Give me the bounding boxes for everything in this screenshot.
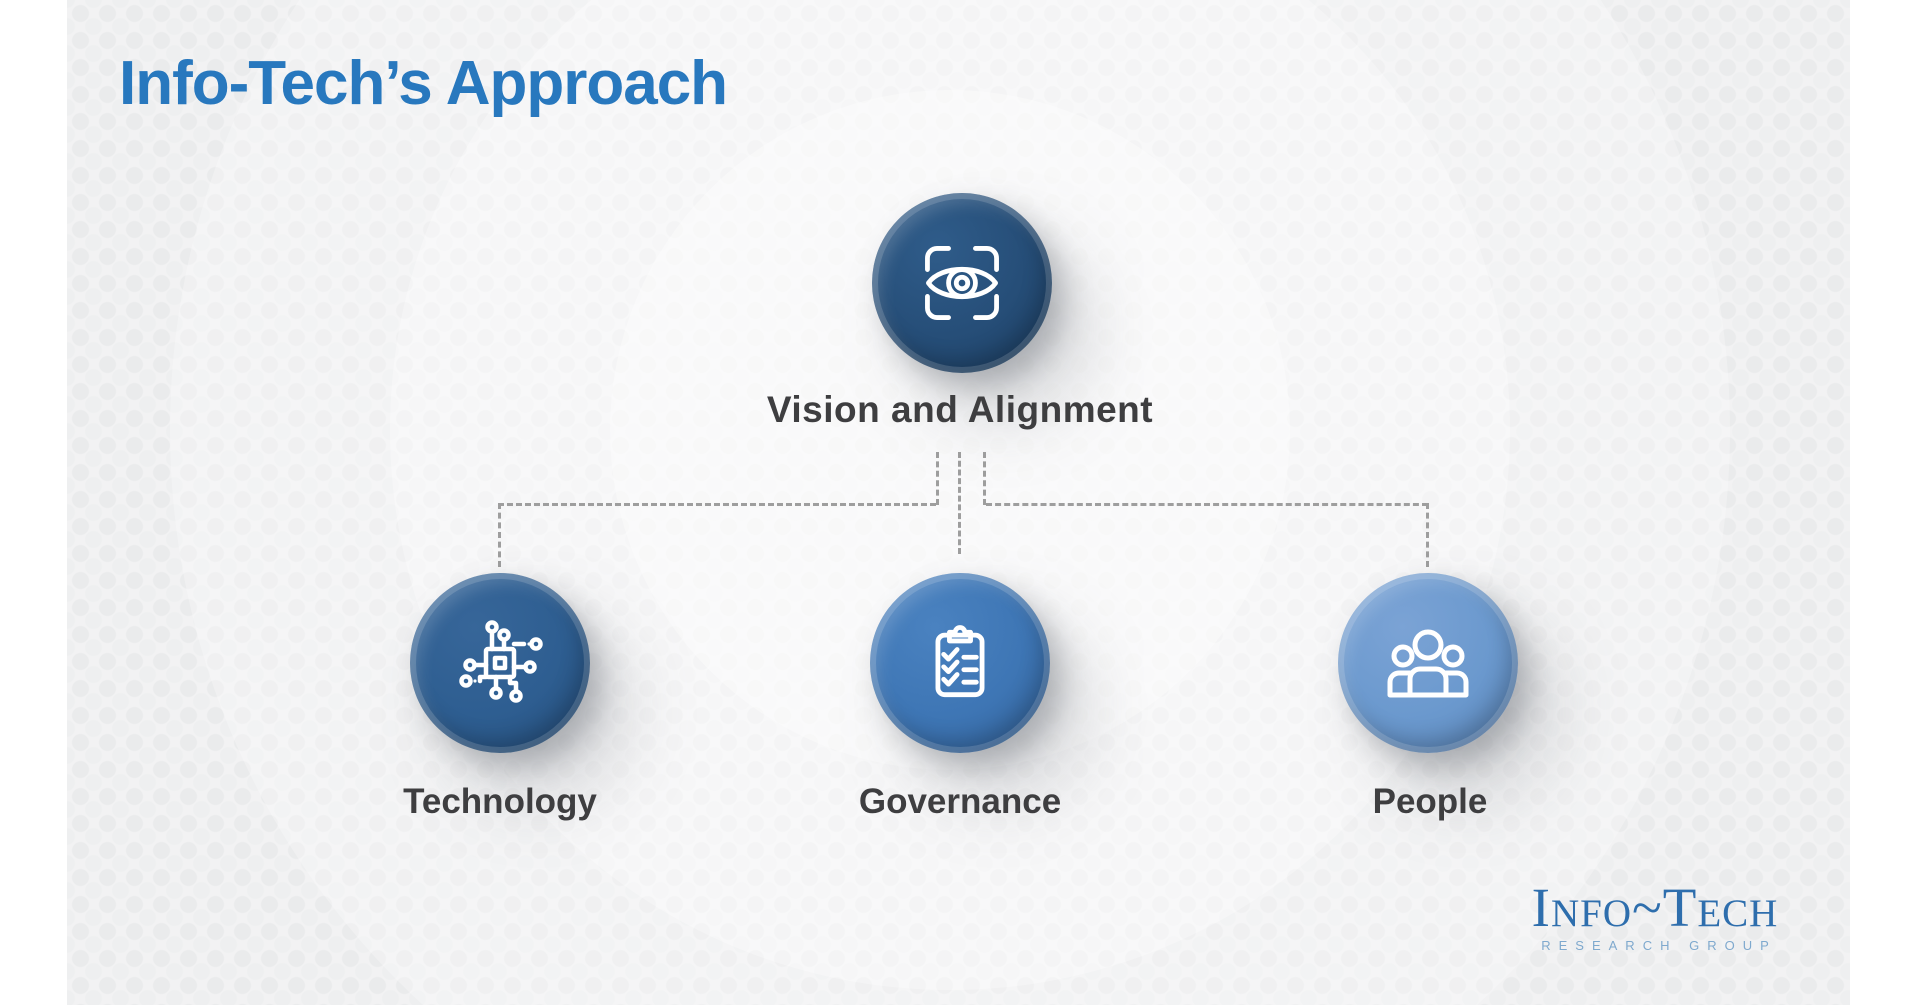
circuit-chip-icon <box>459 620 543 703</box>
connector-stub-left <box>936 452 939 505</box>
connector-trunk-right <box>986 503 1428 506</box>
background-ring-outer <box>170 0 1730 1005</box>
connector-drop-left <box>498 503 501 567</box>
infotech-logo: Info~Tech RESEARCH GROUP <box>1500 880 1810 953</box>
node-governance-label: Governance <box>858 782 1062 821</box>
node-vision-and-alignment <box>872 193 1052 373</box>
connector-trunk-left <box>498 503 936 506</box>
node-governance <box>870 573 1050 753</box>
node-technology-label: Technology <box>403 782 597 821</box>
clipboard-checklist-icon <box>935 625 985 698</box>
connector-stub-right <box>983 452 986 505</box>
connector-drop-right <box>1426 503 1429 567</box>
node-technology <box>410 573 590 753</box>
infotech-logo-subtitle: RESEARCH GROUP <box>1541 938 1777 953</box>
node-vision-label: Vision and Alignment <box>766 389 1154 430</box>
people-group-icon <box>1387 629 1469 698</box>
connector-stub-center <box>958 452 961 554</box>
background-ring-middle <box>390 0 1510 990</box>
vision-scan-icon <box>925 246 999 320</box>
node-people <box>1338 573 1518 753</box>
infotech-logo-wordmark: Info~Tech <box>1531 877 1779 938</box>
page-title: Info-Tech’s Approach <box>119 49 728 118</box>
node-people-label: People <box>1372 782 1488 821</box>
